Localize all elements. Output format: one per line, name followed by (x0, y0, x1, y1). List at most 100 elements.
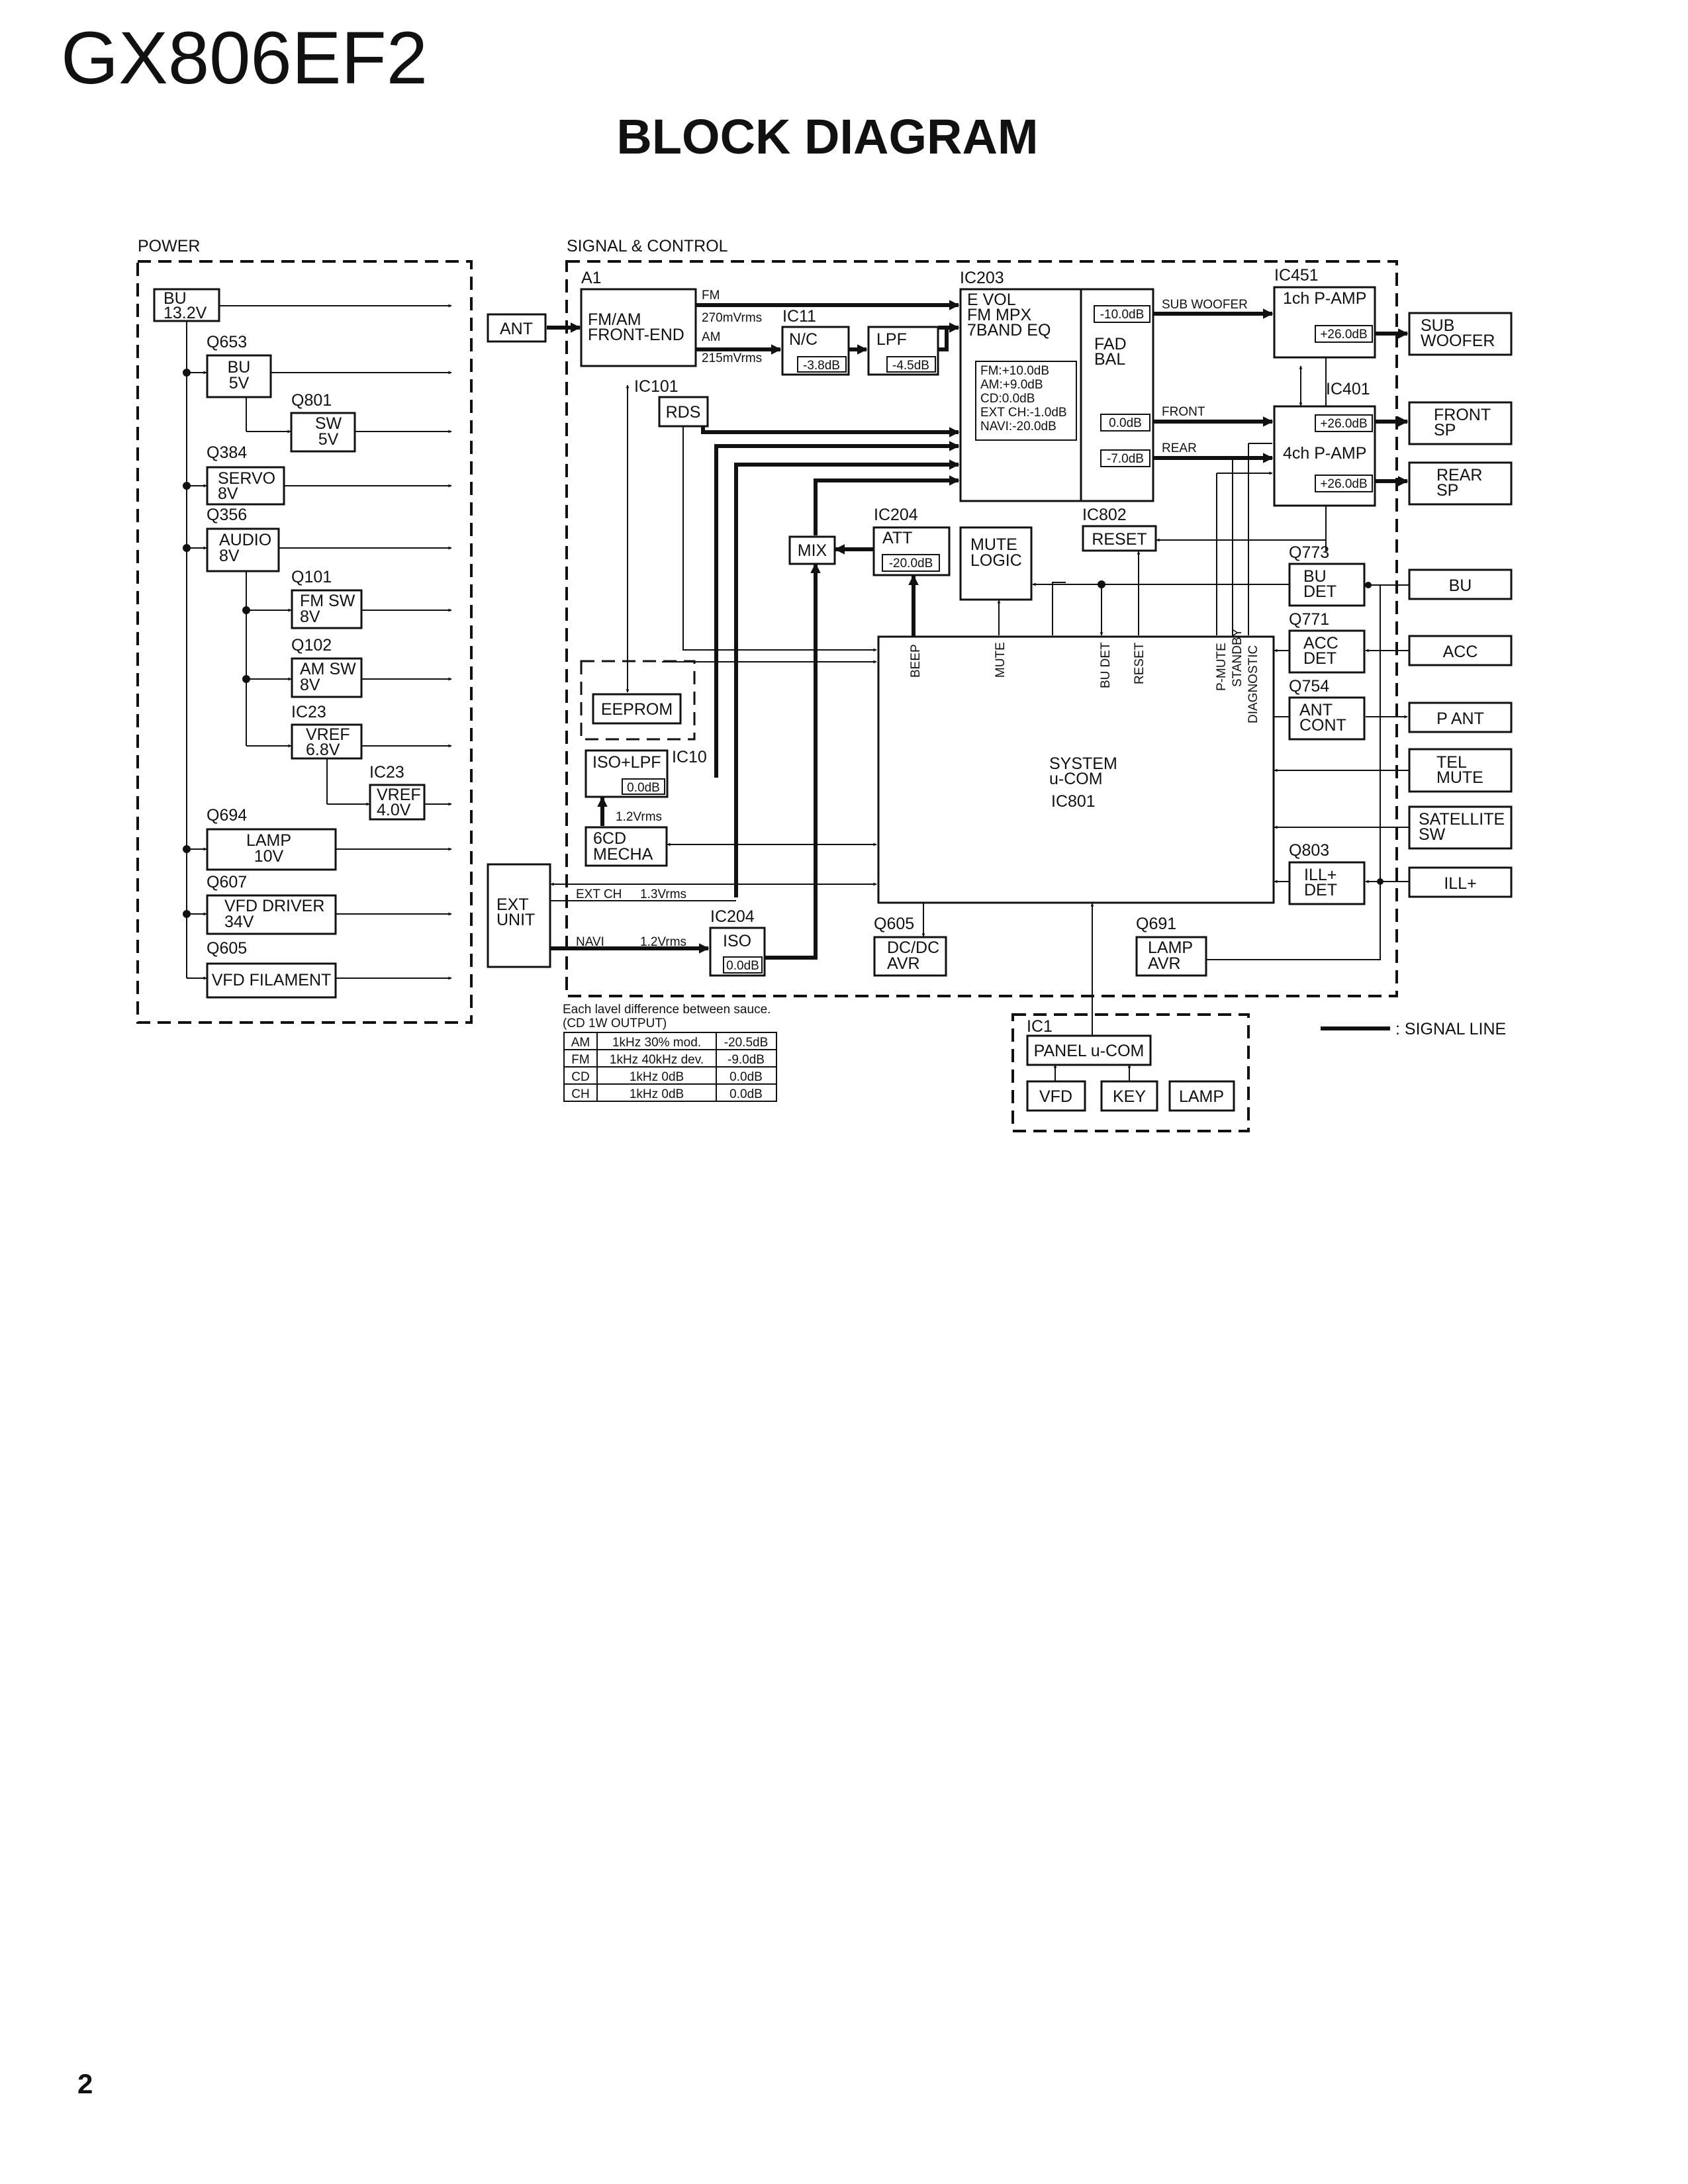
svg-text:-7.0dB: -7.0dB (1107, 452, 1144, 466)
front-speaker-output-box: FRONT SP (1408, 401, 1513, 445)
servo-8v-block: SERVO 8V (206, 466, 285, 506)
level-note-line2: (CD 1W OUTPUT) (563, 1017, 667, 1030)
svg-text:ATT: ATT (882, 529, 912, 547)
power-junction-dots (183, 369, 250, 918)
svg-text:LAMP: LAMP (1148, 938, 1193, 957)
svg-text:MIX: MIX (798, 541, 827, 560)
bu-detect-block: BU DET (1288, 563, 1366, 607)
svg-text:AM: AM (571, 1036, 590, 1050)
reset-block: RESET (1082, 525, 1157, 552)
signal-section-frame (565, 260, 1398, 997)
svg-text:-3.8dB: -3.8dB (803, 359, 840, 373)
svg-text:8V: 8V (300, 608, 320, 626)
q605-label: Q605 (207, 939, 247, 958)
svg-text:VREF: VREF (377, 786, 421, 804)
vfd-driver-34v-block: VFD DRIVER 34V (206, 894, 337, 935)
power-section-frame (136, 260, 473, 1024)
svg-text:1kHz 30% mod.: 1kHz 30% mod. (612, 1036, 701, 1050)
svg-text:MECHA: MECHA (593, 845, 653, 864)
q605-signal-label: Q605 (874, 915, 914, 933)
svg-text:BU: BU (228, 358, 251, 377)
lamp-block: LAMP (1168, 1080, 1235, 1112)
svg-text:0.0dB: 0.0dB (729, 1087, 763, 1101)
svg-text:8V: 8V (300, 676, 320, 694)
bu-input-box: BU (1408, 569, 1513, 600)
svg-text:CH: CH (571, 1087, 589, 1101)
table-row: CH 1kHz 0dB 0.0dB (571, 1087, 763, 1101)
satellite-switch-input-box: SATELLITE SW (1408, 805, 1513, 850)
svg-text:5V: 5V (229, 374, 250, 392)
acc-input-box: ACC (1408, 635, 1513, 666)
svg-text:10V: 10V (254, 847, 284, 866)
svg-text:EXT CH:-1.0dB: EXT CH:-1.0dB (980, 406, 1067, 420)
svg-text:FRONT: FRONT (1434, 406, 1491, 424)
4ch-power-amp-block: +26.0dB 4ch P-AMP +26.0dB (1273, 405, 1376, 507)
audio-8v-block: AUDIO 8V (206, 527, 280, 572)
svg-text:1kHz 0dB: 1kHz 0dB (630, 1087, 684, 1101)
svg-text:CONT: CONT (1299, 716, 1346, 735)
acc-detect-block: ACC DET (1288, 629, 1366, 674)
svg-text:FAD: FAD (1094, 335, 1127, 353)
svg-text:VREF: VREF (306, 725, 350, 744)
ic802-label: IC802 (1082, 506, 1127, 524)
svg-text:-10.0dB: -10.0dB (1100, 308, 1145, 322)
svg-text:RESET: RESET (1133, 642, 1147, 684)
ant-control-block: ANT CONT (1288, 696, 1366, 741)
svg-text:SW: SW (315, 414, 342, 433)
svg-text:+26.0dB: +26.0dB (1320, 328, 1367, 341)
q754-label: Q754 (1289, 677, 1329, 696)
svg-text:4ch P-AMP: 4ch P-AMP (1283, 444, 1366, 463)
subwoofer-line-label: SUB WOOFER (1162, 298, 1248, 312)
vref-4v0-block: VREF 4.0V (369, 784, 426, 821)
svg-text:7BAND EQ: 7BAND EQ (967, 321, 1051, 340)
svg-text:SP: SP (1436, 481, 1458, 500)
svg-text:SERVO: SERVO (218, 469, 275, 488)
svg-text:LAMP: LAMP (246, 831, 291, 850)
svg-text:13.2V: 13.2V (164, 304, 207, 322)
page-number: 2 (77, 2068, 93, 2099)
svg-text:SUB: SUB (1421, 316, 1454, 335)
svg-text:4.0V: 4.0V (377, 801, 411, 819)
signal-section-label: SIGNAL & CONTROL (567, 237, 728, 255)
a1-label: A1 (581, 269, 602, 287)
level-note-line1: Each lavel difference between sauce. (563, 1003, 771, 1017)
svg-text:KEY: KEY (1113, 1087, 1146, 1106)
mute-logic-block: MUTE LOGIC (959, 526, 1033, 601)
ext-unit-block: EXT UNIT (487, 863, 551, 968)
svg-text:IC801: IC801 (1051, 792, 1096, 811)
svg-text:TEL: TEL (1436, 753, 1467, 772)
svg-text:AUDIO: AUDIO (219, 531, 271, 549)
svg-text:6.8V: 6.8V (306, 741, 340, 759)
fm-sw-8v-block: FM SW 8V (291, 589, 363, 629)
iso-block: ISO 0.0dB (709, 927, 766, 977)
svg-text:ILL+: ILL+ (1304, 866, 1336, 884)
svg-text:ISO: ISO (723, 932, 751, 950)
svg-text:5V: 5V (318, 430, 339, 449)
svg-text:AM:+9.0dB: AM:+9.0dB (980, 378, 1043, 392)
svg-text:VFD FILAMENT: VFD FILAMENT (212, 971, 332, 989)
svg-text:FRONT-END: FRONT-END (588, 326, 684, 344)
1ch-power-amp-block: 1ch P-AMP +26.0dB (1273, 286, 1376, 359)
tel-mute-input-box: TEL MUTE (1408, 748, 1513, 793)
level-difference-table: AM 1kHz 30% mod. -20.5dB FM 1kHz 40kHz d… (563, 1032, 777, 1102)
table-row: FM 1kHz 40kHz dev. -9.0dB (571, 1053, 765, 1067)
am-level-label: 215mVrms (702, 351, 762, 365)
ic23b-label: IC23 (369, 763, 404, 782)
vref-6v8-block: VREF 6.8V (291, 723, 363, 760)
panel-ucom-block: PANEL u-COM (1026, 1034, 1152, 1066)
lamp-10v-block: LAMP 10V (206, 828, 337, 871)
svg-text:BU: BU (1449, 576, 1472, 595)
svg-text:AVR: AVR (1148, 954, 1181, 973)
svg-text:ACC: ACC (1303, 634, 1338, 653)
key-block: KEY (1100, 1080, 1158, 1112)
ic204b-label: IC204 (710, 907, 755, 926)
iso-lpf-block: ISO+LPF 0.0dB (585, 749, 669, 798)
svg-text:AM SW: AM SW (300, 660, 356, 678)
svg-text:BAL: BAL (1094, 350, 1125, 369)
svg-text:+26.0dB: +26.0dB (1320, 417, 1367, 431)
svg-text:-9.0dB: -9.0dB (727, 1053, 765, 1067)
svg-text:1kHz 40kHz dev.: 1kHz 40kHz dev. (610, 1053, 704, 1067)
svg-text:-20.5dB: -20.5dB (724, 1036, 769, 1050)
ic204-label: IC204 (874, 506, 918, 524)
